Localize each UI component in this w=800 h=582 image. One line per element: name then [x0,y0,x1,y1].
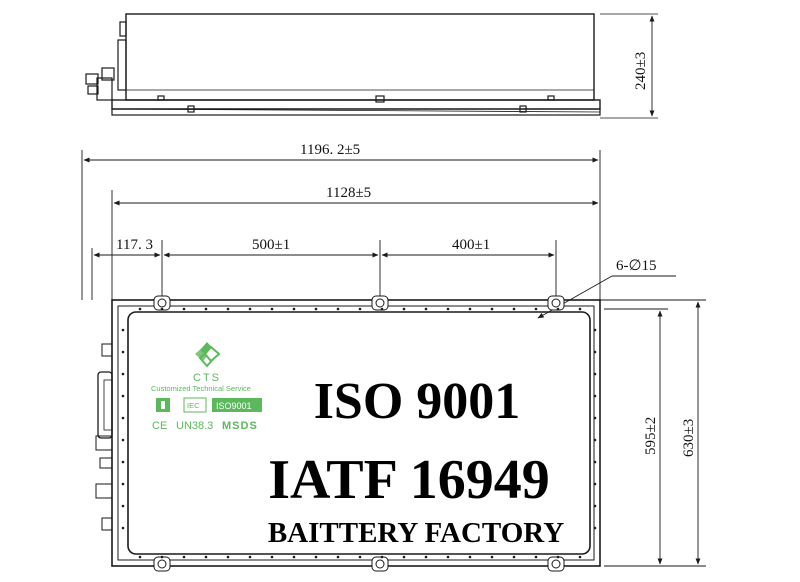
rim-dot [336,555,340,559]
rim-dot [490,555,494,559]
rim-dot [121,372,125,376]
rim-dot [204,555,208,559]
rim-dot [121,328,125,332]
rim-dot [534,555,538,559]
rim-dot [593,526,597,530]
rim-dot [160,307,164,311]
rim-dot [556,307,560,311]
cts-symbol-icon [195,342,221,368]
bolt-holes [153,295,565,572]
rim-dot [121,526,125,530]
iec-badge [183,397,207,413]
bolt-hole-icon [371,295,389,311]
rim-dot [534,307,538,311]
rim-dot [578,555,582,559]
hole-spacing-1-dimension: 500±1 [252,237,290,253]
rim-dot [358,307,362,311]
hole-spacing-2-dimension: 400±1 [452,237,490,253]
bolt-hole-icon [153,556,171,572]
holes-callout: 6-∅15 [616,258,657,274]
rim-dot [512,555,516,559]
rim-dot [512,307,516,311]
rim-dot [424,307,428,311]
rim-dot [138,555,142,559]
overlay-factory: BAITTERY FACTORY [268,517,564,549]
rim-dot [121,416,125,420]
ce-mark: CE [152,420,167,432]
rim-dot [248,555,252,559]
iso-badge [212,398,262,412]
rim-dot [182,307,186,311]
rim-dot [380,555,384,559]
rim-dot [314,307,318,311]
overall-length-dimension: 1196. 2±5 [300,142,360,158]
rim-dot [121,438,125,442]
rim-dot [556,555,560,559]
rim-dot [204,307,208,311]
overlay-iatf: IATF 16949 [268,449,550,511]
rim-dot [160,555,164,559]
rim-dot [270,307,274,311]
rim-dot [270,555,274,559]
rim-dot [593,350,597,354]
rim-dot [358,555,362,559]
height-dimension: 240±3 [633,52,649,90]
bolt-hole-icon [547,295,565,311]
cts-name: CTS [193,372,221,384]
cts-subtitle: Customized Technical Service [151,384,251,393]
rim-dot [402,307,406,311]
left-offset-dimension: 117. 3 [116,237,153,253]
rim-dot [138,307,142,311]
bolt-hole-icon [547,556,565,572]
iso-badge-label: ISO9001 [216,401,252,411]
rim-dot [593,416,597,420]
rim-dot [336,307,340,311]
rim-dot [121,350,125,354]
rim-dot [121,482,125,486]
rim-dot [490,307,494,311]
dimension-lines [81,150,676,319]
rim-dot [402,555,406,559]
rim-dot [314,555,318,559]
rim-dot [446,555,450,559]
rim-dot [226,307,230,311]
rim-dot [121,504,125,508]
outer-width-dimension: 630±3 [681,419,697,457]
rim-dot [292,307,296,311]
rim-dot [593,504,597,508]
bolt-hole-icon [371,556,389,572]
rim-dot [593,372,597,376]
rim-dot [593,438,597,442]
un-mark: UN38.3 [176,420,213,432]
iec-badge-label: IEC [187,401,200,410]
rim-dot [593,482,597,486]
rim-dot [292,555,296,559]
side-view [85,13,658,119]
rim-dot [468,555,472,559]
rim-dots [121,307,597,559]
rim-dot [593,460,597,464]
inner-length-dimension: 1128±5 [326,185,371,201]
rim-dot [424,555,428,559]
rim-dot [248,307,252,311]
vertical-dimension-lines [600,299,706,567]
rim-dot [468,307,472,311]
rim-dot [182,555,186,559]
rim-dot [578,307,582,311]
rim-dot [593,328,597,332]
rim-dot [121,460,125,464]
inner-width-dimension: 595±2 [643,417,659,455]
rim-dot [226,555,230,559]
rim-dot [446,307,450,311]
rim-dot [593,394,597,398]
cts-logo: CTS Customized Technical Service IEC ISO… [151,342,262,432]
overlay-iso: ISO 9001 [314,373,521,430]
msds-mark: MSDS [222,420,258,432]
rim-dot [121,394,125,398]
plan-view [95,299,601,567]
rim-dot [380,307,384,311]
bolt-hole-icon [153,295,171,311]
